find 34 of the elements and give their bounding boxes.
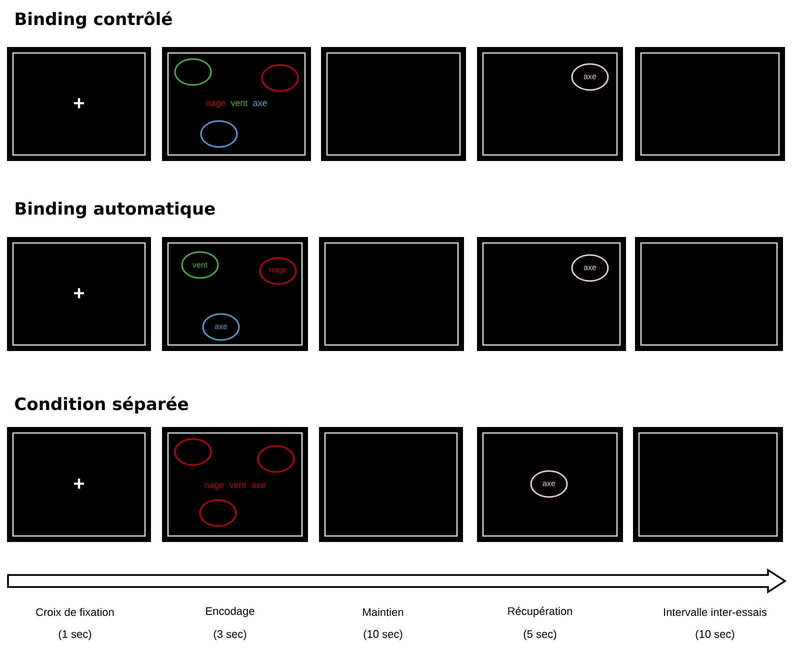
screen xyxy=(162,237,308,351)
duration-label: (5 sec) xyxy=(524,630,556,640)
phase-label: Encodage xyxy=(206,606,254,618)
row-title: Condition séparée xyxy=(15,396,188,414)
phase-label: Croix de fixation xyxy=(36,608,114,616)
screen xyxy=(477,427,623,542)
row-title: Binding contrôlé xyxy=(16,11,172,29)
duration-label: (3 sec) xyxy=(214,630,246,640)
phase-label: Récupération xyxy=(508,606,572,618)
screen xyxy=(319,427,463,542)
screen xyxy=(319,237,464,351)
ellipse xyxy=(174,438,212,466)
screen: + xyxy=(7,427,151,542)
duration-label: (10 sec) xyxy=(696,630,734,640)
ellipse xyxy=(174,58,212,86)
screen xyxy=(321,47,466,161)
screen: nage vent axe xyxy=(162,427,308,542)
ellipse xyxy=(199,499,237,527)
screen: nage vent axe xyxy=(162,47,311,161)
screen: + xyxy=(7,47,151,161)
phase-label: Intervalle inter-essais xyxy=(664,608,767,616)
screen xyxy=(477,47,623,161)
screen xyxy=(635,237,783,351)
screen xyxy=(635,47,785,161)
screen: + xyxy=(7,237,151,351)
ellipse xyxy=(261,64,299,92)
screen xyxy=(633,427,783,542)
ellipse xyxy=(200,120,238,148)
row-title: Binding automatique xyxy=(16,202,215,218)
phase-label: Maintien xyxy=(363,608,404,616)
screen xyxy=(477,237,626,351)
ellipse xyxy=(257,445,295,473)
duration-label: (1 sec) xyxy=(58,630,92,640)
duration-label: (10 sec) xyxy=(364,630,402,640)
